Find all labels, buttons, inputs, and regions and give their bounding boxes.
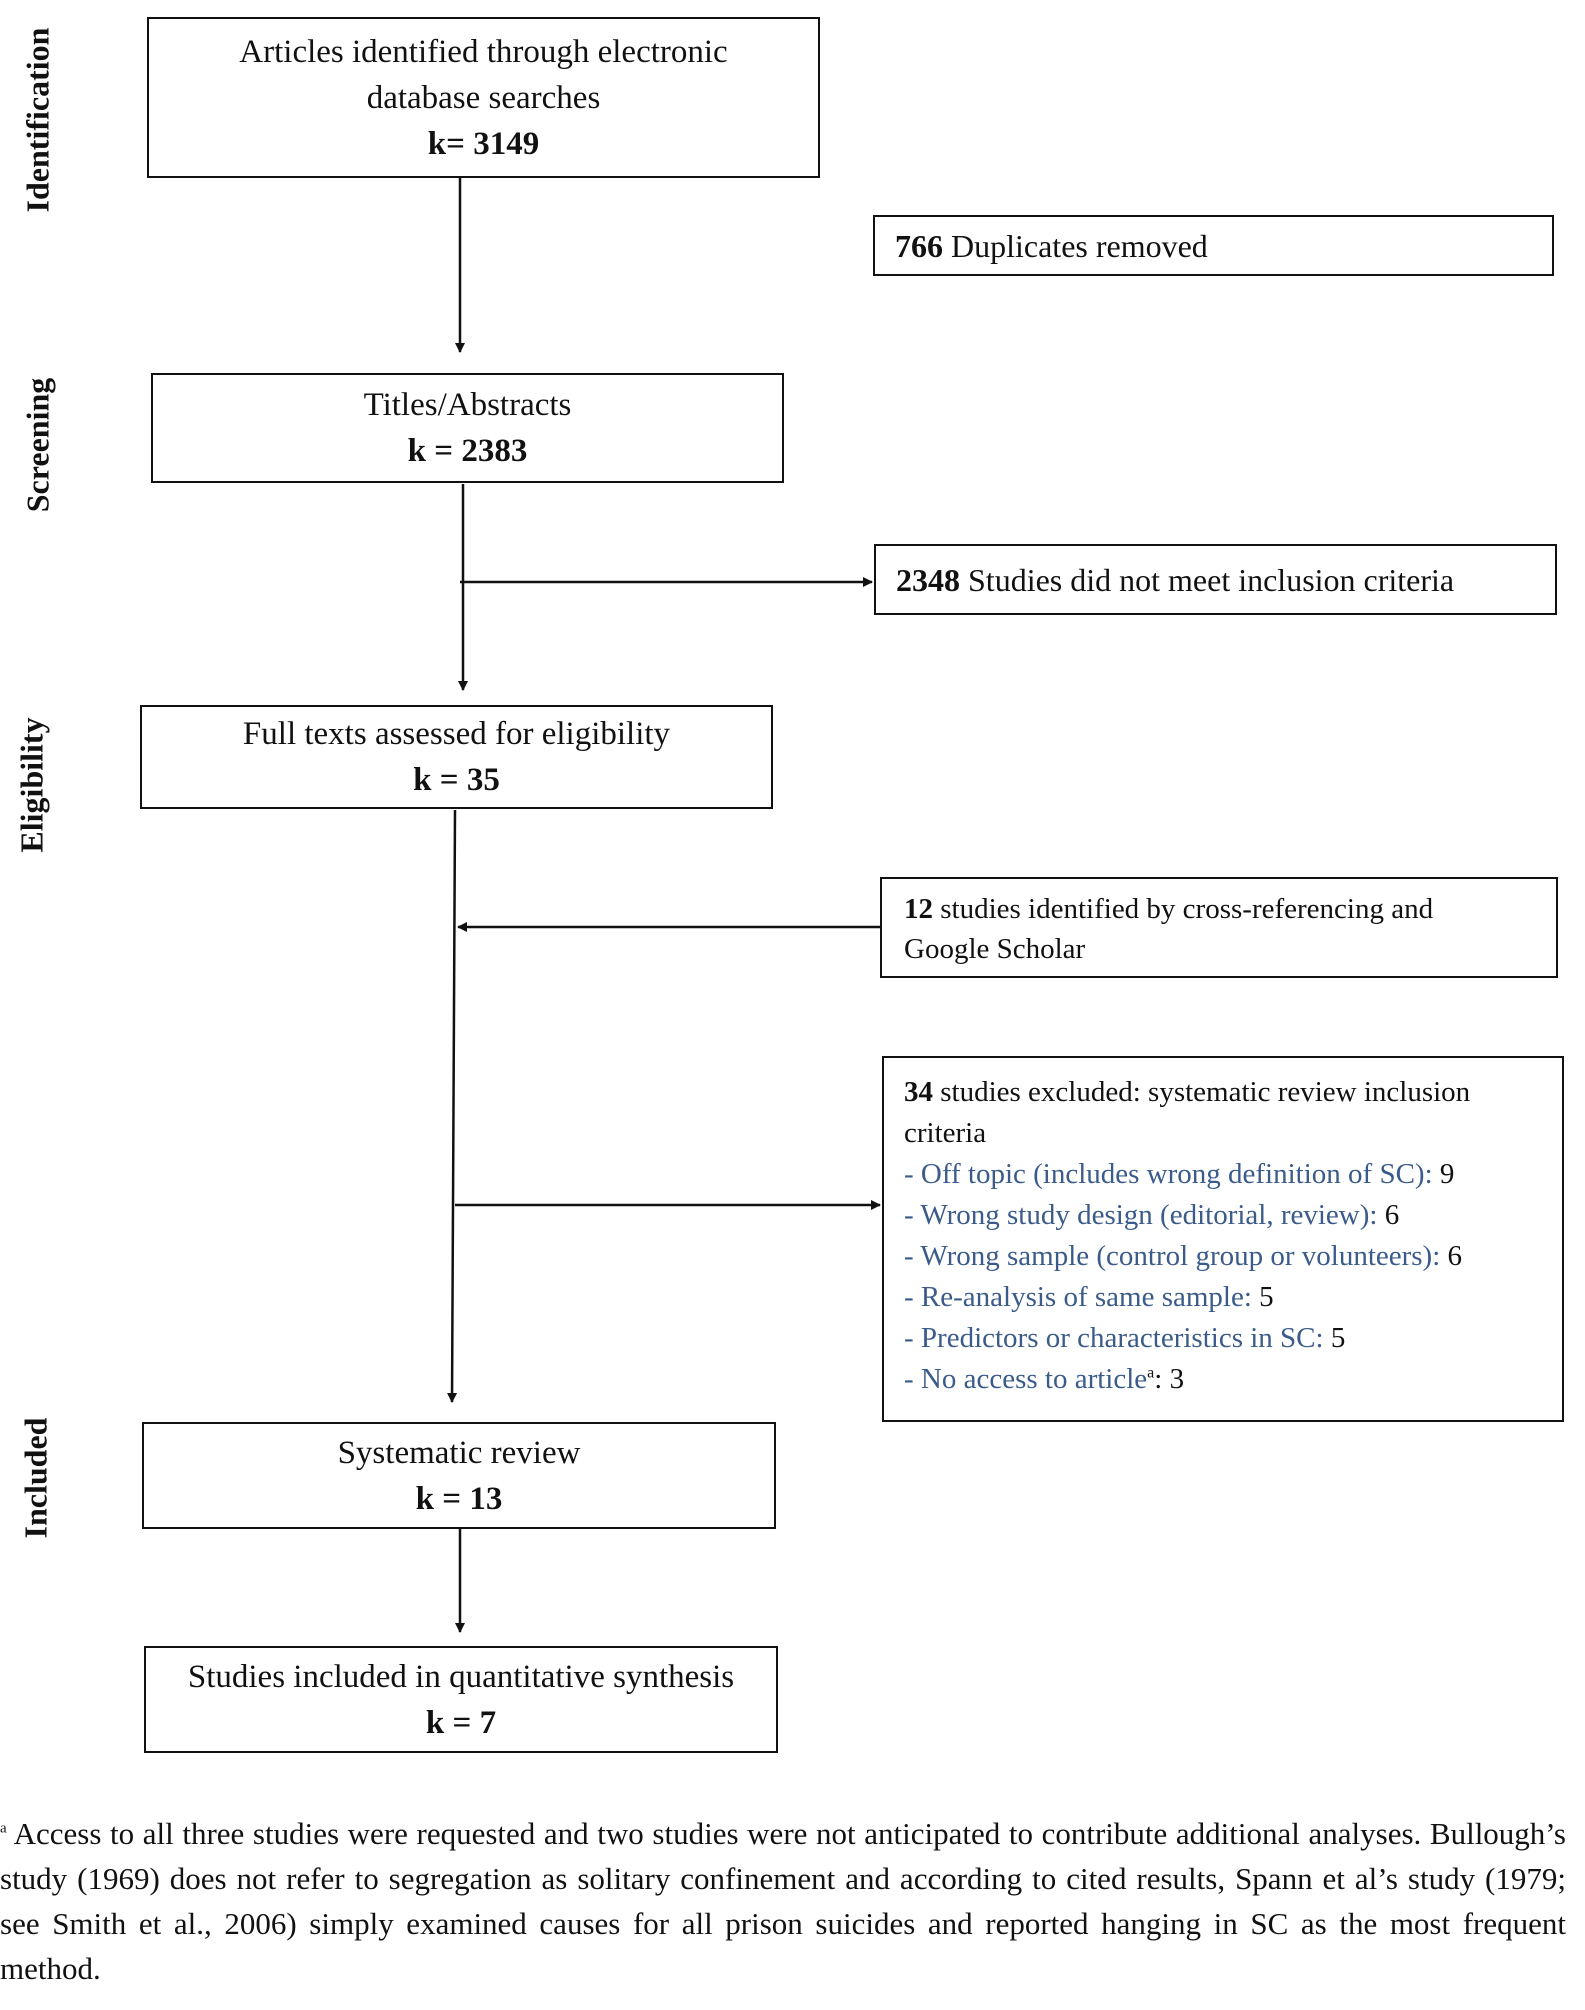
identified-box: Articles identified through electronic d… xyxy=(147,17,820,178)
reason-footnote-marker: a xyxy=(1147,1364,1155,1382)
duplicates-box: 766 Duplicates removed xyxy=(873,215,1554,276)
excluded-heading-1: studies excluded: systematic review incl… xyxy=(940,1076,1471,1108)
systematic-box: Systematic review k = 13 xyxy=(142,1422,776,1529)
quantitative-count: k = 7 xyxy=(425,1704,497,1741)
exclusion-reason: - Re-analysis of same sample: 5 xyxy=(904,1277,1542,1318)
identified-count: k= 3149 xyxy=(427,125,540,162)
identified-label-1: Articles identified through electronic xyxy=(239,33,728,70)
cross-ref-box: 12 studies identified by cross-referenci… xyxy=(880,877,1558,978)
excluded-heading: 34 studies excluded: systematic review i… xyxy=(904,1072,1542,1113)
titles-count: k = 2383 xyxy=(407,433,528,469)
reason-label: - Off topic (includes wrong definition o… xyxy=(904,1158,1433,1190)
reason-value: 6 xyxy=(1447,1240,1463,1272)
fulltext-box: Full texts assessed for eligibility k = … xyxy=(140,705,773,809)
exclusion-reason: - Predictors or characteristics in SC: 5 xyxy=(904,1318,1542,1359)
quantitative-label: Studies included in quantitative synthes… xyxy=(187,1658,735,1695)
excluded-box: 34 studies excluded: systematic review i… xyxy=(882,1056,1564,1422)
reason-value: 3 xyxy=(1169,1363,1185,1395)
identified-label-2: database searches xyxy=(366,79,601,116)
duplicates-count: 766 xyxy=(895,227,943,264)
fulltext-count: k = 35 xyxy=(413,762,500,798)
duplicates-text: Duplicates removed xyxy=(951,227,1208,264)
footnote: a Access to all three studies were reque… xyxy=(0,1811,1566,1991)
fulltext-label: Full texts assessed for eligibility xyxy=(242,716,671,752)
excluded-count: 34 xyxy=(904,1076,933,1108)
reason-value: 9 xyxy=(1439,1158,1455,1190)
cross-ref-count: 12 xyxy=(904,893,933,925)
cross-ref-text-2: Google Scholar xyxy=(904,933,1086,965)
arrow-fulltext-to-systematic xyxy=(447,809,458,1403)
exclusion-reason: - Off topic (includes wrong definition o… xyxy=(904,1154,1542,1195)
exclusion-reason: - Wrong sample (control group or volunte… xyxy=(904,1236,1542,1277)
exclusion-reason: - Wrong study design (editorial, review)… xyxy=(904,1195,1542,1236)
systematic-count: k = 13 xyxy=(415,1480,503,1517)
cross-ref-text-1: studies identified by cross-referencing … xyxy=(940,893,1434,925)
reason-label: - Predictors or characteristics in SC: xyxy=(904,1322,1324,1354)
not-meet-box: 2348 Studies did not meet inclusion crit… xyxy=(874,544,1557,615)
systematic-label: Systematic review xyxy=(337,1434,581,1471)
excluded-heading-2: criteria xyxy=(904,1117,987,1149)
titles-box: Titles/Abstracts k = 2383 xyxy=(151,373,784,483)
exclusion-reason: - No access to articlea: 3 xyxy=(904,1363,1185,1395)
reason-label: - Re-analysis of same sample: xyxy=(904,1281,1252,1313)
quantitative-box: Studies included in quantitative synthes… xyxy=(144,1646,778,1753)
reason-value: 6 xyxy=(1384,1199,1400,1231)
cross-ref-line-1: 12 studies identified by cross-referenci… xyxy=(904,889,1534,929)
reason-label: - No access to article xyxy=(904,1363,1148,1395)
not-meet-count: 2348 xyxy=(896,561,960,598)
reason-label: - Wrong sample (control group or volunte… xyxy=(904,1240,1441,1272)
reason-value: 5 xyxy=(1259,1281,1274,1313)
footnote-text: Access to all three studies were request… xyxy=(0,1816,1566,1986)
not-meet-text: Studies did not meet inclusion criteria xyxy=(968,561,1455,598)
titles-label: Titles/Abstracts xyxy=(363,387,572,423)
reason-value: 5 xyxy=(1330,1322,1346,1354)
reason-label: - Wrong study design (editorial, review)… xyxy=(904,1199,1378,1231)
footnote-marker: a xyxy=(0,1820,7,1837)
